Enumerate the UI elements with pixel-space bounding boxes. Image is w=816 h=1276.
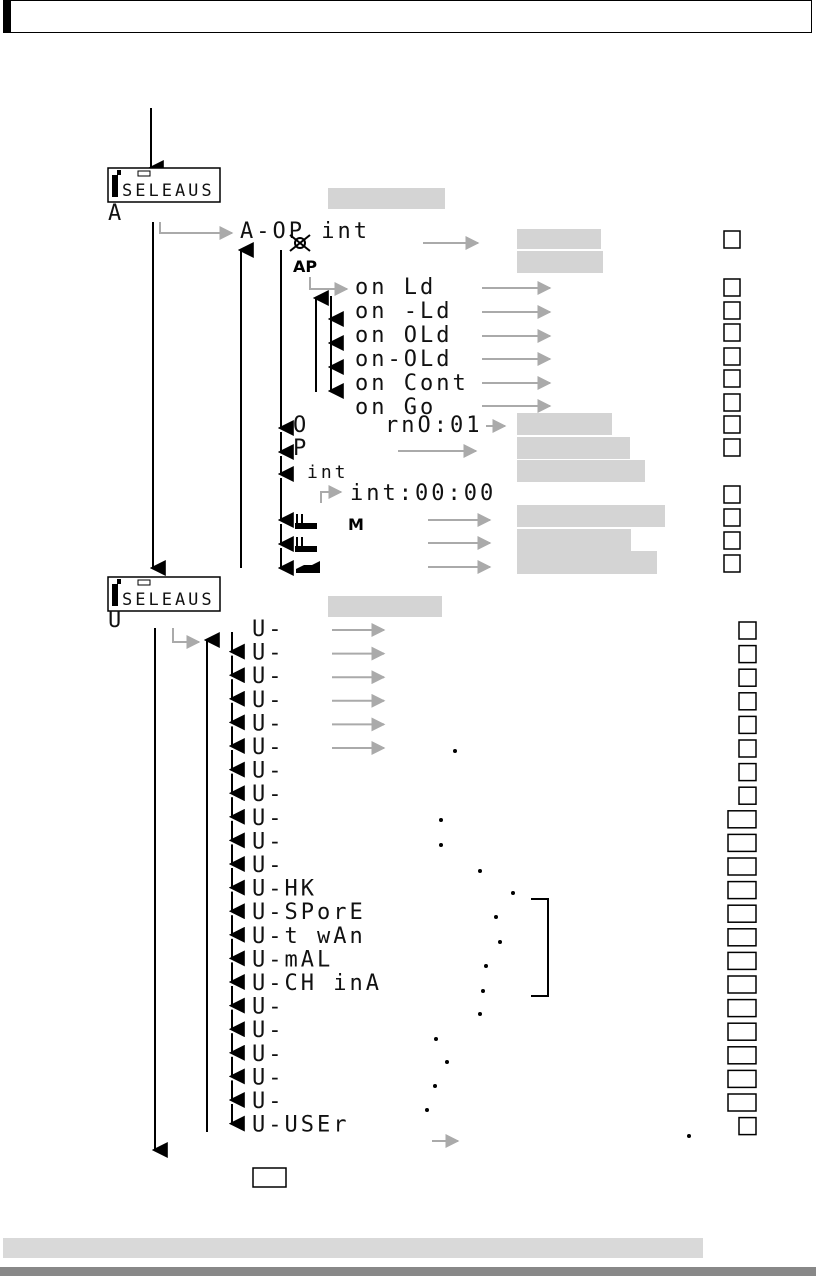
u-menu-item: U- xyxy=(252,1042,285,1067)
p-label: P xyxy=(293,436,309,461)
footer-highlight-bar xyxy=(3,1238,703,1258)
u-menu-item: U-SPorE xyxy=(252,900,366,925)
o-label: O xyxy=(293,413,309,438)
u-menu-item: U- xyxy=(252,688,285,713)
u-menu-item: U-mAL xyxy=(252,947,333,972)
ap-option-4: on-OLd xyxy=(355,347,452,372)
checkbox[interactable] xyxy=(738,715,757,735)
timer-icon-2 xyxy=(295,537,317,552)
u-menu-item: U- xyxy=(252,853,285,878)
checkbox[interactable] xyxy=(727,1022,757,1041)
u-menu-item: U- xyxy=(252,1065,285,1090)
mode-a-label: A xyxy=(108,201,124,226)
highlight-bar xyxy=(517,437,630,459)
mode-u-label: U xyxy=(108,608,124,633)
u-menu-item: U- xyxy=(252,1089,285,1114)
highlight-bar xyxy=(517,413,612,435)
o-value: rnO:01 xyxy=(385,413,482,438)
checkbox[interactable] xyxy=(738,1116,757,1136)
checkbox[interactable] xyxy=(738,786,757,805)
u-menu-item: U-HK xyxy=(252,877,317,902)
highlight-bar xyxy=(517,505,665,527)
checkbox[interactable] xyxy=(727,904,757,923)
timer-icon-1 xyxy=(295,514,317,529)
lcd-display-u: SELEAUS xyxy=(107,576,221,612)
ap-label: AP xyxy=(293,257,317,276)
u-menu-item: U- xyxy=(252,829,285,854)
u-menu-item: U- xyxy=(252,664,285,689)
header-accent-bar xyxy=(4,1,11,32)
u-menu-item: U-USEr xyxy=(252,1113,349,1138)
checkbox[interactable] xyxy=(727,1069,757,1089)
highlight-bar xyxy=(517,460,645,482)
u-menu-item: U- xyxy=(252,995,285,1020)
region-bracket xyxy=(531,898,549,997)
u-menu-item: U- xyxy=(252,782,285,807)
u-menu-item: U- xyxy=(252,617,285,642)
ap-option-2: on -Ld xyxy=(355,299,452,324)
highlight-bar xyxy=(328,596,442,617)
page-header xyxy=(3,0,812,33)
checkbox[interactable] xyxy=(727,1046,757,1065)
u-menu-item: U- xyxy=(252,1018,285,1043)
highlight-bar xyxy=(517,251,603,273)
lcd-display-a: SELEAUS xyxy=(107,167,221,203)
checkbox[interactable] xyxy=(727,951,757,971)
u-menu-item: U- xyxy=(252,711,285,736)
checkbox[interactable] xyxy=(727,975,757,994)
lcd-text: SELEAUS xyxy=(122,590,215,610)
int-label: int xyxy=(307,462,349,483)
u-menu-item: U- xyxy=(252,806,285,831)
bottom-rule xyxy=(0,1267,816,1276)
checkbox[interactable] xyxy=(727,880,757,900)
checkbox[interactable] xyxy=(727,928,757,947)
u-menu-item: U- xyxy=(252,759,285,784)
checkbox[interactable] xyxy=(738,644,757,664)
u-menu-item: U-t wAn xyxy=(252,924,366,949)
checkbox[interactable] xyxy=(738,762,757,782)
ap-option-3: on OLd xyxy=(355,323,452,348)
int-value: int:00:00 xyxy=(350,481,496,506)
lcd-text: SELEAUS xyxy=(122,181,215,201)
ap-option-6: on Go xyxy=(355,395,436,420)
checkbox[interactable] xyxy=(738,692,757,711)
checkbox[interactable] xyxy=(738,739,757,758)
checkbox[interactable] xyxy=(738,668,757,687)
ap-option-5: on Cont xyxy=(355,371,469,396)
u-menu-item: U- xyxy=(252,735,285,760)
dot-markers xyxy=(425,749,691,1138)
signal-icon xyxy=(296,561,320,573)
checkbox[interactable] xyxy=(738,621,757,640)
highlight-bar xyxy=(517,551,657,574)
small-box xyxy=(252,1167,287,1188)
u-menu-item: U- xyxy=(252,641,285,666)
checkbox[interactable] xyxy=(727,857,757,876)
u-menu-item: U-CH inA xyxy=(252,971,382,996)
checkbox[interactable] xyxy=(727,1093,757,1112)
checkbox-column-a xyxy=(723,230,741,573)
highlight-bar xyxy=(517,229,601,249)
highlight-bar xyxy=(517,529,631,551)
checkbox[interactable] xyxy=(727,810,757,829)
ap-option-1: on Ld xyxy=(355,275,436,300)
checkbox[interactable] xyxy=(727,833,757,853)
highlight-bar xyxy=(328,188,445,209)
m-label: M xyxy=(348,515,364,534)
antenna-icon xyxy=(289,234,311,252)
checkbox[interactable] xyxy=(727,998,757,1018)
